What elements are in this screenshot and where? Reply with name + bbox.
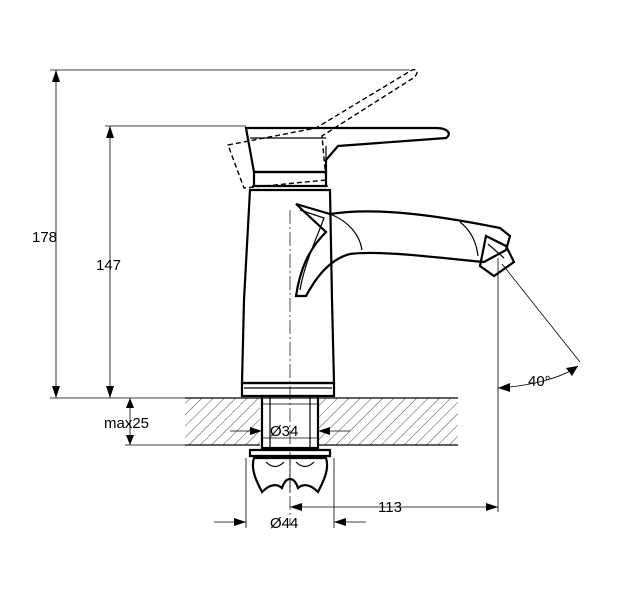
faucet-spout	[294, 202, 516, 298]
dimension-147	[106, 126, 114, 398]
dimension-d34	[230, 427, 350, 435]
dimension-max25	[126, 398, 134, 445]
base-diameter-label: Ø44	[270, 515, 298, 532]
max-thickness-label: max25	[104, 415, 149, 432]
faucet-body	[240, 170, 336, 385]
dimension-178	[52, 70, 60, 398]
hole-diameter-label: Ø34	[270, 423, 298, 440]
total-height-label: 178	[32, 229, 57, 246]
dimension-113	[290, 258, 499, 512]
countertop-section	[185, 397, 458, 446]
faucet-lever	[244, 126, 450, 174]
lever-height-label: 147	[96, 257, 121, 274]
spout-reach-label: 113	[378, 499, 402, 516]
dimension-angle	[497, 263, 581, 392]
faucet-base	[240, 381, 336, 398]
faucet-lever-open-outline	[227, 68, 418, 189]
dimension-d44	[214, 458, 366, 528]
angle-label: 40°	[528, 373, 551, 390]
